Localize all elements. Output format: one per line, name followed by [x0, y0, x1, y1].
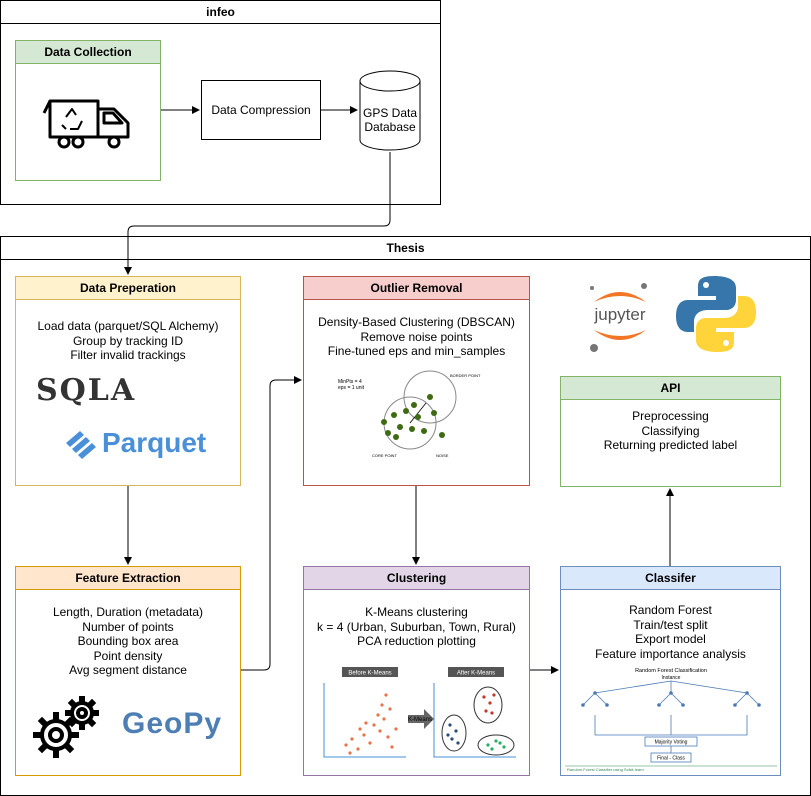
rf-instance: Instance: [662, 675, 681, 681]
classifier-title: Classifer: [561, 567, 780, 590]
text-line: Filter invalid trackings: [70, 348, 186, 362]
rf-footer: Random Forest Classifier using Scikit-le…: [567, 767, 644, 772]
classifier-text: Random Forest Train/test split Export mo…: [561, 603, 780, 661]
kmeans-arrow-label: K-Means: [408, 717, 432, 723]
feature-extraction-title: Feature Extraction: [16, 567, 240, 590]
text-line: Number of points: [82, 619, 174, 634]
before-kmeans-label: Before K-Means: [348, 671, 391, 677]
after-kmeans-label: After K-Means: [457, 671, 495, 677]
api-title: API: [561, 377, 780, 400]
text-line: Random Forest: [629, 603, 712, 617]
clustering-title: Clustering: [304, 567, 529, 590]
text-line: Feature importance analysis: [595, 646, 746, 661]
gps-db-line: Database: [364, 120, 416, 134]
text-line: Point density: [93, 648, 163, 663]
data-preparation-title: Data Preperation: [16, 277, 240, 300]
api-text: Preprocessing Classifying Returning pred…: [561, 409, 780, 453]
rf-title: Random Forest Classification: [635, 668, 707, 674]
text-line: Density-Based Clustering (DBSCAN): [318, 315, 515, 329]
border-point-label: BORDER POINT: [450, 373, 481, 378]
gps-database-cylinder[interactable]: [359, 70, 421, 152]
data-preparation-text: Load data (parquet/SQL Alchemy) Group by…: [16, 319, 240, 363]
data-collection-title: Data Collection: [16, 41, 160, 64]
api-card[interactable]: API Preprocessing Classifying Returning …: [560, 376, 781, 487]
sqla-logo: SQLA: [36, 373, 137, 408]
text-line: Fine-tuned eps and min_samples: [327, 344, 506, 358]
text-line: PCA reduction plotting: [357, 634, 476, 648]
thesis-title: Thesis: [1, 237, 810, 260]
text-line: Load data (parquet/SQL Alchemy): [37, 319, 219, 333]
data-compression-box[interactable]: Data Compression: [201, 80, 321, 140]
clustering-card[interactable]: Clustering K-Means clustering k = 4 (Urb…: [303, 566, 530, 776]
rf-majority: Majority Voting: [655, 740, 688, 746]
core-point-label: CORE POINT: [372, 453, 397, 458]
minpts-label: MinPts = 4: [338, 379, 362, 385]
dbscan-figure: MinPts = 4 eps = 1 unit BORDER POINT COR…: [338, 370, 481, 458]
infeo-title: infeo: [1, 1, 440, 24]
garbage-truck-icon: [42, 99, 130, 149]
text-line: Avg segment distance: [69, 663, 187, 677]
rf-final: Final - Class: [657, 756, 685, 762]
text-line: Train/test split: [633, 617, 708, 632]
feature-extraction-text: Length, Duration (metadata) Number of po…: [16, 605, 240, 678]
text-line: Preprocessing: [632, 409, 709, 423]
outlier-removal-text: Density-Based Clustering (DBSCAN) Remove…: [304, 315, 529, 359]
gps-db-line: GPS Data: [362, 106, 418, 120]
text-line: Group by tracking ID: [72, 333, 184, 348]
outlier-removal-card[interactable]: Outlier Removal Density-Based Clustering…: [303, 276, 530, 486]
python-logo-icon: [676, 276, 756, 352]
eps-label: eps = 1 unit: [338, 385, 365, 391]
text-line: Remove noise points: [360, 329, 473, 344]
text-line: Export model: [635, 632, 706, 646]
text-line: Length, Duration (metadata): [52, 605, 204, 619]
kmeans-figure: Before K-Means After K-Means K-Means: [323, 667, 516, 758]
parquet-logo: Parquet: [102, 427, 207, 458]
text-line: K-Means clustering: [365, 605, 468, 619]
text-line: k = 4 (Urban, Suburban, Town, Rural): [317, 619, 516, 634]
clustering-text: K-Means clustering k = 4 (Urban, Suburba…: [304, 605, 529, 649]
parquet-icon: [66, 431, 96, 459]
text-line: Bounding box area: [77, 634, 179, 648]
feature-extraction-card[interactable]: Feature Extraction Length, Duration (met…: [15, 566, 241, 776]
classifier-card[interactable]: Classifer Random Forest Train/test split…: [560, 566, 781, 776]
text-line: Returning predicted label: [603, 438, 738, 452]
gears-icon: [33, 696, 99, 758]
text-line: Classifying: [641, 423, 700, 438]
random-forest-figure: Random Forest Classification Instance Ma…: [565, 668, 777, 772]
outlier-removal-title: Outlier Removal: [304, 277, 529, 300]
noise-label: NOISE: [436, 453, 449, 458]
gps-database-label: GPS Data Database: [359, 106, 421, 134]
jupyter-wordmark: jupyter: [593, 305, 645, 324]
jupyter-logo-icon: jupyter: [590, 283, 647, 352]
geopy-logo: GeoPy: [122, 707, 223, 740]
data-preparation-card[interactable]: Data Preperation Load data (parquet/SQL …: [15, 276, 241, 486]
data-collection-card[interactable]: Data Collection: [15, 40, 161, 181]
